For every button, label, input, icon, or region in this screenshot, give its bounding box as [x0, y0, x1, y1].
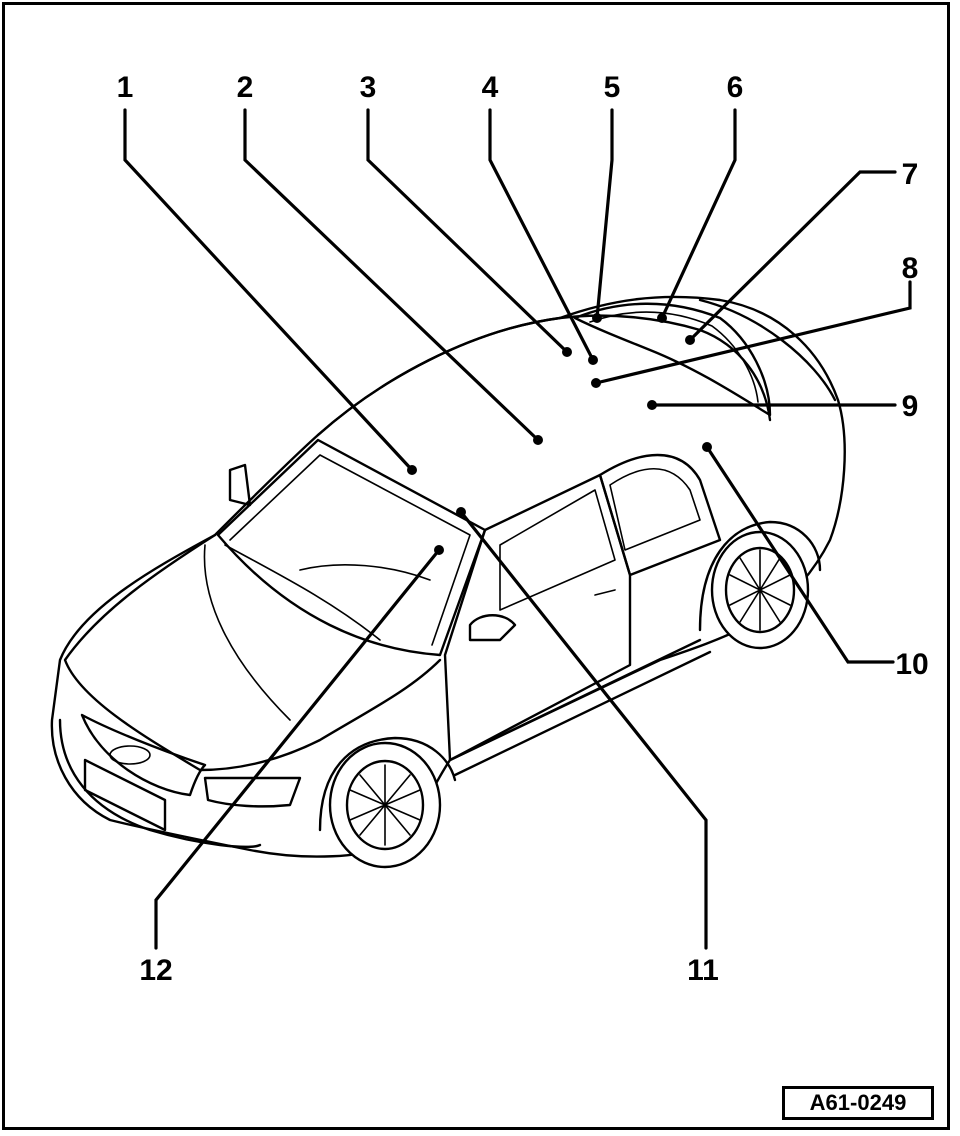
audi-rings-logo — [109, 745, 151, 765]
leader-3 — [366, 108, 569, 354]
leader-dot-4 — [588, 355, 598, 365]
leader-7 — [688, 170, 897, 342]
leader-4 — [488, 108, 595, 362]
hood-crease — [203, 544, 291, 721]
leader-dot-6 — [657, 313, 667, 323]
callout-6: 6 — [727, 71, 744, 104]
callout-numbers: 1 2 3 4 5 6 7 8 9 10 11 12 — [117, 71, 929, 987]
door-handle — [594, 589, 616, 596]
side-sill — [448, 638, 712, 777]
windshield — [216, 438, 487, 657]
leader-dot-12 — [434, 545, 444, 555]
front-bumper — [58, 718, 262, 849]
leader-dot-5 — [592, 313, 602, 323]
leader-dot-7 — [685, 335, 695, 345]
callout-7: 7 — [902, 158, 919, 191]
callout-11: 11 — [687, 954, 719, 987]
leader-dot-1 — [407, 465, 417, 475]
leader-12 — [154, 548, 441, 950]
callout-2: 2 — [237, 71, 254, 104]
callout-3: 3 — [360, 71, 377, 104]
rear-door — [598, 453, 722, 577]
leader-dot-3 — [562, 347, 572, 357]
leader-11 — [459, 510, 708, 950]
callout-10: 10 — [895, 648, 928, 681]
leader-lines — [123, 108, 912, 950]
front-wheel-arch — [318, 736, 457, 832]
rear-wheel-arch — [698, 520, 822, 632]
rear-wheel — [710, 530, 810, 650]
leader-1 — [123, 108, 414, 472]
leader-dot-10 — [702, 442, 712, 452]
callout-4: 4 — [482, 71, 499, 104]
trunk-edge — [698, 298, 837, 402]
callout-5: 5 — [604, 71, 621, 104]
leader-dot-11 — [456, 507, 466, 517]
callout-8: 8 — [902, 252, 919, 285]
roof-antenna — [228, 463, 252, 507]
leader-5 — [595, 108, 614, 320]
headlight — [203, 776, 302, 808]
leader-dot-8 — [591, 378, 601, 388]
callout-12: 12 — [139, 954, 172, 987]
leader-10 — [705, 445, 895, 664]
callout-1: 1 — [117, 71, 134, 104]
leader-8 — [594, 280, 912, 385]
rear-window-inner — [589, 311, 759, 403]
dashboard — [224, 544, 431, 641]
car-body — [50, 295, 846, 858]
car-illustration — [50, 295, 846, 869]
leader-2 — [243, 108, 540, 442]
windshield-inner — [229, 454, 471, 646]
leader-6 — [660, 108, 737, 320]
leader-dot-9 — [647, 400, 657, 410]
rear-window — [573, 302, 772, 417]
side-mirror — [468, 614, 517, 642]
door-windows — [499, 468, 701, 611]
reference-code-label: A61-0249 — [782, 1086, 934, 1120]
leader-dot-2 — [533, 435, 543, 445]
hood — [63, 533, 442, 772]
front-wheel — [328, 741, 442, 869]
callout-9: 9 — [902, 390, 919, 423]
